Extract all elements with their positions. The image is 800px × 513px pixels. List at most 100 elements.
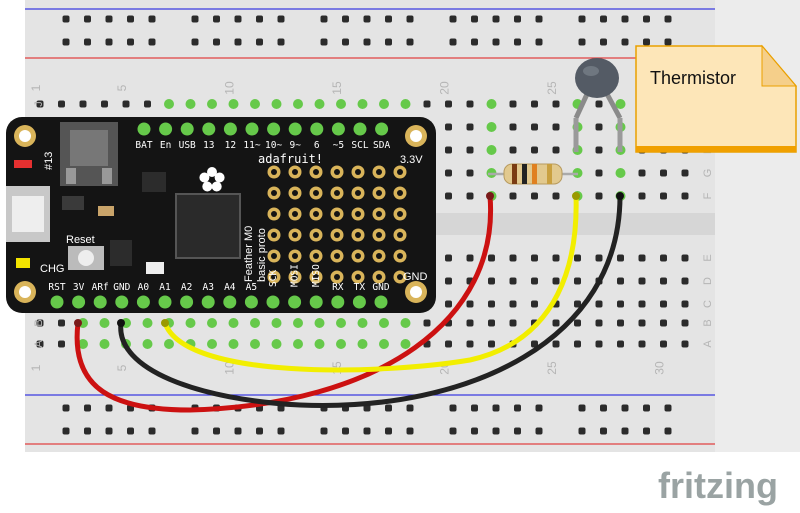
terminal-hole <box>531 100 538 108</box>
rail-hole <box>256 15 263 23</box>
terminal-hole <box>466 300 474 308</box>
rail-hole <box>664 404 672 412</box>
terminal-hole <box>574 254 581 262</box>
rail-hole <box>363 38 371 46</box>
rail-hole <box>621 404 629 412</box>
top-pin-label: 10~ <box>265 140 282 151</box>
terminal-hole <box>660 192 667 200</box>
connected-hole <box>400 318 411 328</box>
connected-hole <box>400 339 411 349</box>
proto-pad-hole <box>397 274 403 280</box>
column-number: 10 <box>223 361 237 375</box>
proto-pad-hole <box>313 232 319 238</box>
connected-hole <box>293 339 303 349</box>
header-pin-bottom <box>72 295 86 309</box>
proto-pad-hole <box>397 190 403 196</box>
rail-hole <box>363 427 371 435</box>
terminal-hole <box>58 100 65 108</box>
bottom-pin-label: MISO <box>311 264 322 287</box>
rail-hole <box>277 15 285 23</box>
connected-hole <box>207 339 217 349</box>
terminal-hole <box>595 300 603 308</box>
reset-label: Reset <box>66 234 95 246</box>
rail-hole <box>471 15 478 23</box>
rail-hole <box>664 15 672 23</box>
rail-hole <box>213 38 220 46</box>
row-letter: E <box>702 254 714 261</box>
bottom-pin-label: ARf <box>92 282 109 293</box>
header-pin-bottom <box>115 295 129 309</box>
terminal-hole <box>509 319 517 327</box>
rail-hole <box>492 15 500 23</box>
terminal-hole <box>509 277 517 285</box>
rail-hole <box>385 15 392 23</box>
reset-button-cap[interactable] <box>78 250 94 266</box>
board-name: Feather M0 <box>243 226 255 282</box>
connected-hole <box>293 99 303 109</box>
bottom-pin-label: RST <box>48 282 65 293</box>
proto-pad-hole <box>292 169 298 175</box>
column-number: 1 <box>29 84 43 91</box>
connected-hole <box>142 339 153 349</box>
rail-hole <box>84 15 91 23</box>
connected-hole <box>314 318 325 328</box>
battery-connector-tab <box>102 168 112 184</box>
header-pin-bottom <box>266 295 280 309</box>
row-letter: F <box>702 192 714 199</box>
connected-hole <box>486 99 497 109</box>
terminal-hole <box>681 254 689 262</box>
rail-hole <box>234 15 242 23</box>
terminal-hole <box>552 254 560 262</box>
proto-pad-hole <box>376 232 382 238</box>
terminal-hole <box>122 100 130 108</box>
header-pin-bottom <box>136 295 150 309</box>
terminal-hole <box>445 146 452 154</box>
rail-hole <box>621 427 629 435</box>
terminal-hole <box>681 169 689 177</box>
header-pin-top <box>267 122 281 136</box>
connected-hole <box>228 99 239 109</box>
rail-hole <box>643 38 650 46</box>
header-pin-bottom <box>374 295 388 309</box>
rail-hole <box>320 427 328 435</box>
proto-pad-hole <box>334 253 340 259</box>
column-number: 25 <box>545 81 559 95</box>
top-pin-label: 12 <box>225 140 236 151</box>
terminal-hole <box>595 146 603 154</box>
terminal-hole <box>509 100 517 108</box>
bottom-pin-label: A4 <box>224 282 236 293</box>
terminal-hole <box>36 340 44 348</box>
resistor <box>488 163 578 185</box>
rail-hole <box>471 38 478 46</box>
proto-pad-hole <box>397 211 403 217</box>
terminal-hole <box>466 100 474 108</box>
terminal-hole <box>509 300 517 308</box>
proto-pad-hole <box>313 190 319 196</box>
proto-pad-hole <box>271 232 277 238</box>
header-pin-top <box>223 122 237 136</box>
rail-hole <box>385 427 392 435</box>
bottom-pin-label: GND <box>372 282 389 293</box>
terminal-hole <box>445 277 452 285</box>
terminal-hole <box>488 340 495 348</box>
rail-hole <box>385 404 392 412</box>
proto-pad-hole <box>355 274 361 280</box>
bottom-pin-label: MOSI <box>290 264 301 287</box>
terminal-hole <box>660 169 667 177</box>
column-number: 5 <box>115 364 129 371</box>
connected-hole <box>271 99 282 109</box>
rail-hole <box>105 427 113 435</box>
row-letter: B <box>33 319 45 326</box>
row-letter: A <box>33 340 45 348</box>
terminal-hole <box>638 254 646 262</box>
black-wire <box>118 193 623 408</box>
connected-hole <box>228 318 239 328</box>
terminal-hole <box>466 254 474 262</box>
proto-pad-hole <box>271 274 277 280</box>
yellow-wire <box>162 193 579 373</box>
column-number: 20 <box>438 81 452 95</box>
usb-port-opening <box>12 196 44 232</box>
terminal-hole <box>36 319 44 327</box>
connected-hole <box>336 339 346 349</box>
